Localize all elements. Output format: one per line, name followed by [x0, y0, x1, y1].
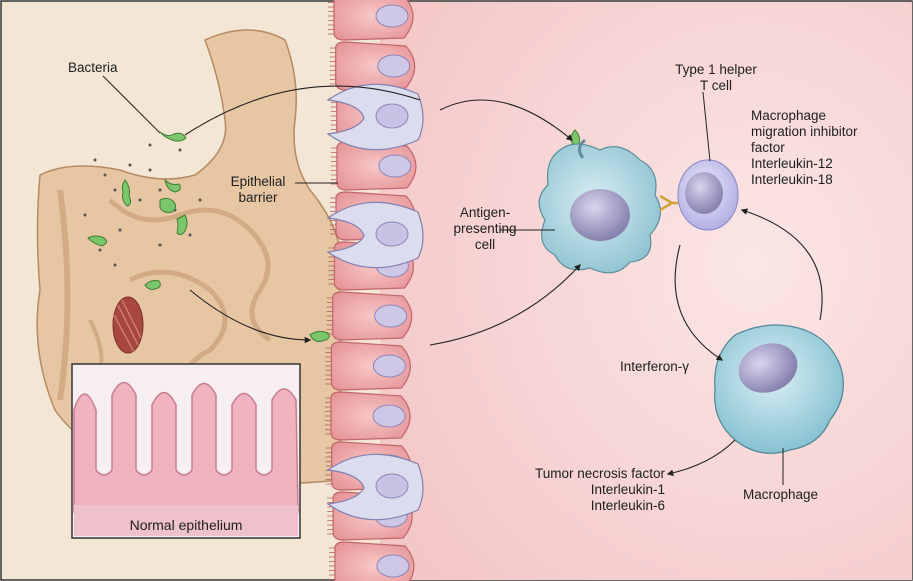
label-type1-helper-t-cell: Type 1 helper T cell	[662, 62, 770, 94]
epithelial-nucleus	[379, 155, 411, 177]
epithelial-nucleus	[373, 405, 405, 427]
label-normal-epithelium: Normal epithelium	[72, 517, 300, 533]
epithelial-nucleus	[376, 104, 408, 128]
normal-epithelium-inset	[72, 364, 300, 538]
epithelial-nucleus	[376, 5, 408, 27]
label-line: T cell	[662, 78, 770, 94]
label-line: cell	[445, 237, 525, 253]
label-bacteria: Bacteria	[68, 60, 118, 76]
epithelial-nucleus	[377, 555, 409, 577]
label-line: barrier	[218, 190, 298, 206]
epithelial-nucleus	[373, 355, 405, 377]
label-epithelial-barrier: Epithelial barrier	[218, 174, 298, 206]
label-macrophage: Macrophage	[743, 487, 818, 503]
label-line: Antigen-	[445, 205, 525, 221]
epithelial-nucleus	[376, 222, 408, 246]
label-line: migration inhibitor	[751, 124, 858, 140]
label-line: Interleukin-12	[751, 156, 858, 172]
label-line: Interleukin-18	[751, 172, 858, 188]
label-line: Interleukin-6	[500, 498, 665, 514]
label-line: Macrophage	[751, 108, 858, 124]
label-line: presenting	[445, 221, 525, 237]
epithelial-nucleus	[376, 474, 408, 498]
epithelial-nucleus	[375, 305, 407, 327]
epithelial-nucleus	[378, 55, 410, 77]
label-line: Type 1 helper	[662, 62, 770, 78]
label-line: factor	[751, 140, 858, 156]
label-antigen-presenting-cell: Antigen- presenting cell	[445, 205, 525, 253]
label-interferon-gamma: Interferon-γ	[620, 359, 689, 375]
label-line: Tumor necrosis factor	[500, 466, 665, 482]
label-t-cell-factors: Macrophage migration inhibitor factor In…	[751, 108, 858, 188]
label-line: Interleukin-1	[500, 482, 665, 498]
label-macrophage-outputs: Tumor necrosis factor Interleukin-1 Inte…	[500, 466, 665, 514]
label-line: Epithelial	[218, 174, 298, 190]
